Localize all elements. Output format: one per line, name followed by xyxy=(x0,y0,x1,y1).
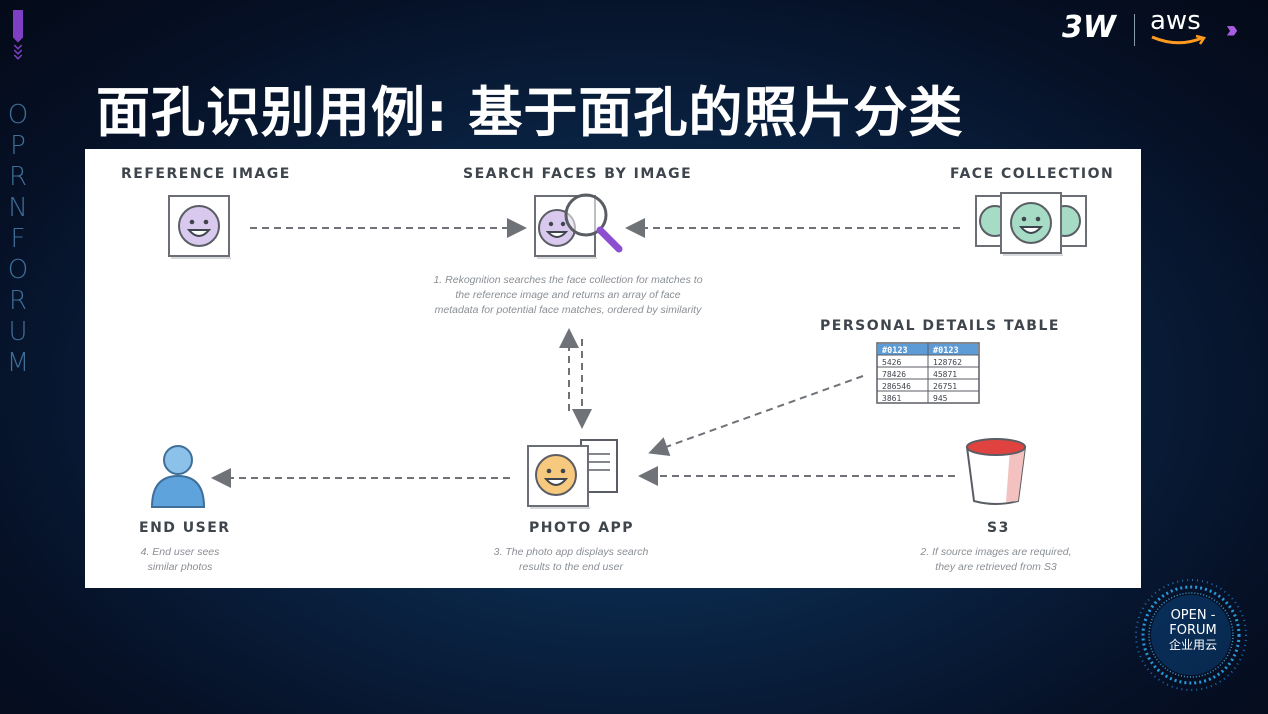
open-forum-starburst-icon xyxy=(1135,579,1247,691)
logo-divider xyxy=(1134,14,1135,46)
label-search-faces: SEARCH FACES BY IMAGE xyxy=(463,166,693,182)
label-end-user: END USER xyxy=(139,520,231,536)
table-cell: 286546 xyxy=(882,382,911,391)
table-header-cell: #0123 xyxy=(933,346,959,356)
note-step-4: 4. End user sees similar photos xyxy=(140,546,220,573)
table-header-cell: #0123 xyxy=(882,346,908,356)
reference-face-icon xyxy=(168,195,231,259)
side-vertical-text: OPRN FORUM xyxy=(6,100,30,378)
chevron-right-icon: ››› xyxy=(1226,16,1238,43)
brand-3w-logo: 3W xyxy=(1062,10,1116,45)
label-reference-image: REFERENCE IMAGE xyxy=(121,166,291,182)
label-face-collection: FACE COLLECTION xyxy=(950,166,1115,182)
end-user-icon xyxy=(150,445,206,508)
aws-smile-icon xyxy=(1151,34,1207,45)
open-forum-logo-text: OPEN - FORUM 企业用云 xyxy=(1168,608,1217,652)
table-cell: 5426 xyxy=(882,358,901,367)
note-step-1: 1. Rekognition searches the face collect… xyxy=(433,274,703,316)
photo-app-icon xyxy=(527,439,618,509)
face-collection-icon xyxy=(975,192,1087,256)
flow-arrows xyxy=(211,218,960,488)
note-step-2: 2. If source images are required, they a… xyxy=(920,546,1072,573)
diagram-graphics: #0123 #0123 5426 128762 78426 45871 2865… xyxy=(150,192,1087,509)
label-personal-details-table: PERSONAL DETAILS TABLE xyxy=(820,318,1060,334)
s3-bucket-icon xyxy=(965,438,1027,505)
table-cell: 45871 xyxy=(933,370,957,379)
note-step-3: 3. The photo app displays search results… xyxy=(493,546,649,573)
aws-logo: aws xyxy=(1150,6,1201,36)
diagram-panel: #0123 #0123 5426 128762 78426 45871 2865… xyxy=(85,149,1141,588)
table-cell: 128762 xyxy=(933,358,962,367)
slide-title: 面孔识别用例: 基于面孔的照片分类 xyxy=(96,81,964,144)
label-s3: S3 xyxy=(987,520,1010,536)
personal-details-table-icon: #0123 #0123 5426 128762 78426 45871 2865… xyxy=(876,342,980,404)
table-cell: 945 xyxy=(933,394,948,403)
label-photo-app: PHOTO APP xyxy=(529,520,635,536)
table-cell: 3861 xyxy=(882,394,901,403)
search-face-magnifier-icon xyxy=(534,193,623,259)
table-cell: 26751 xyxy=(933,382,957,391)
table-cell: 78426 xyxy=(882,370,906,379)
side-bookmark-icon xyxy=(13,10,23,60)
